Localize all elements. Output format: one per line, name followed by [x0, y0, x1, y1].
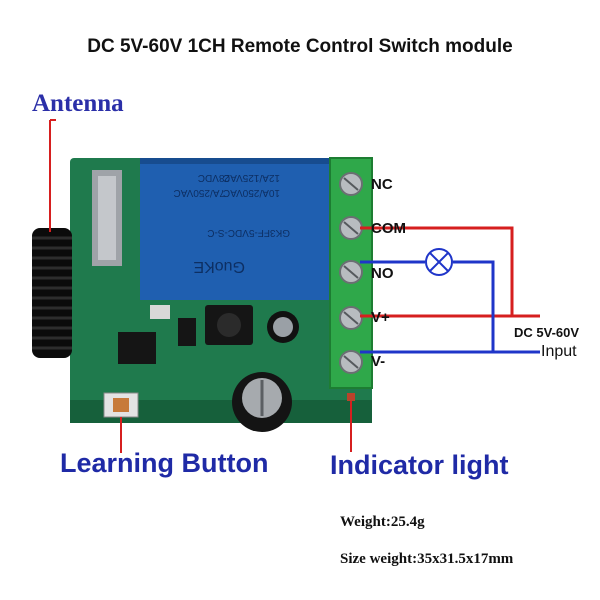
relay-print-line: 12A/125VAC [223, 172, 280, 183]
weight-spec: Weight:25.4g [340, 514, 425, 530]
learning-button-cap [113, 398, 129, 412]
relay-print-line: 28VDC [198, 172, 230, 183]
wire-blue-lamp [453, 260, 495, 351]
smd-component [150, 305, 170, 319]
terminal-label-nc: NC [371, 176, 393, 193]
terminal-label-no: NO [371, 265, 394, 282]
indicator-led [347, 393, 355, 401]
terminal-block [329, 157, 373, 389]
pcb-edge-shade [70, 400, 372, 423]
relay-print-line: 10A/250VAC [223, 187, 280, 198]
relay-print-line: 7A/250VAC [173, 187, 225, 198]
page-title: DC 5V-60V 1CH Remote Control Switch modu… [87, 36, 513, 57]
wire-red-com [360, 226, 514, 316]
learning-button-label: Learning Button [60, 448, 269, 478]
terminal-label-vplus: V+ [371, 309, 390, 326]
antenna-coil [32, 228, 72, 358]
input-label: Input [541, 343, 577, 360]
relay [140, 158, 330, 300]
antenna-label: Antenna [32, 90, 124, 117]
dc-voltage-label: DC 5V-60V [514, 325, 580, 340]
terminal-label-com: COM [371, 220, 406, 237]
relay-print-line: GK3FF-5VDC-S-C [207, 227, 290, 238]
wiring [360, 226, 540, 354]
size-spec: Size weight:35x31.5x17mm [340, 551, 514, 567]
terminal-label-vminus: V- [371, 353, 386, 370]
relay-print-line: GuoKE [193, 258, 245, 275]
relay-print-text: 12A/125VAC 10A/250VAC 7A/250VAC 28VDC GK… [173, 172, 290, 275]
ic-chip [118, 332, 156, 364]
indicator-light-label: Indicator light [330, 450, 509, 480]
lamp-icon [425, 248, 453, 276]
transistor [178, 318, 196, 346]
